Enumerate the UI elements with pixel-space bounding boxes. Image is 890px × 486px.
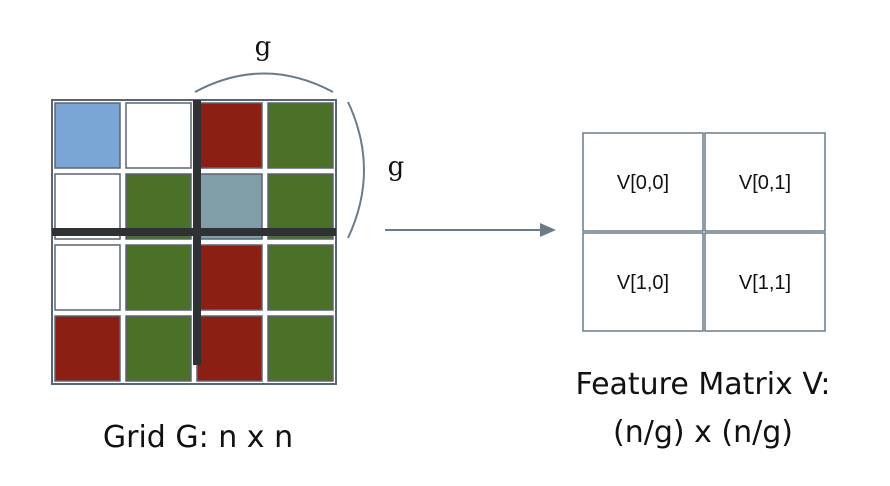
grid-cell-0-3 bbox=[267, 102, 334, 169]
grid-cell-2-1 bbox=[125, 244, 192, 311]
arrow-head bbox=[540, 223, 556, 237]
feature-cell-label-1-1: V[1,1] bbox=[739, 272, 791, 294]
feature-matrix-caption-line1: Feature Matrix V: bbox=[575, 367, 830, 402]
top-brace-label: g bbox=[255, 32, 272, 62]
side-brace bbox=[347, 101, 365, 239]
grid-cell-2-3 bbox=[267, 244, 334, 311]
side-brace-label: g bbox=[388, 152, 405, 182]
feature-cell-label-0-1: V[0,1] bbox=[739, 172, 791, 194]
grid-cell-0-0 bbox=[54, 102, 121, 169]
feature-matrix-v: V[0,0] V[0,1] V[1,0] V[1,1] bbox=[582, 132, 826, 332]
grid-cell-0-2 bbox=[196, 102, 263, 169]
feature-cell-label-0-0: V[0,0] bbox=[617, 172, 669, 194]
feature-cell-label-1-0: V[1,0] bbox=[617, 272, 669, 294]
grid-cell-3-3 bbox=[267, 315, 334, 382]
feature-cell-1-1 bbox=[704, 232, 826, 332]
grid-cell-3-1 bbox=[125, 315, 192, 382]
feature-cell-0-0 bbox=[582, 132, 704, 232]
grid-cell-2-0 bbox=[54, 244, 121, 311]
grid-cell-0-1 bbox=[125, 102, 192, 169]
top-brace bbox=[194, 72, 334, 93]
feature-cell-1-0 bbox=[582, 232, 704, 332]
grid-cell-3-2 bbox=[196, 315, 263, 382]
grid-cell-3-0 bbox=[54, 315, 121, 382]
feature-cell-0-1 bbox=[704, 132, 826, 232]
grid-cell-2-2 bbox=[196, 244, 263, 311]
feature-matrix-caption-line2: (n/g) x (n/g) bbox=[613, 415, 793, 450]
grid-caption: Grid G: n x n bbox=[103, 420, 293, 455]
